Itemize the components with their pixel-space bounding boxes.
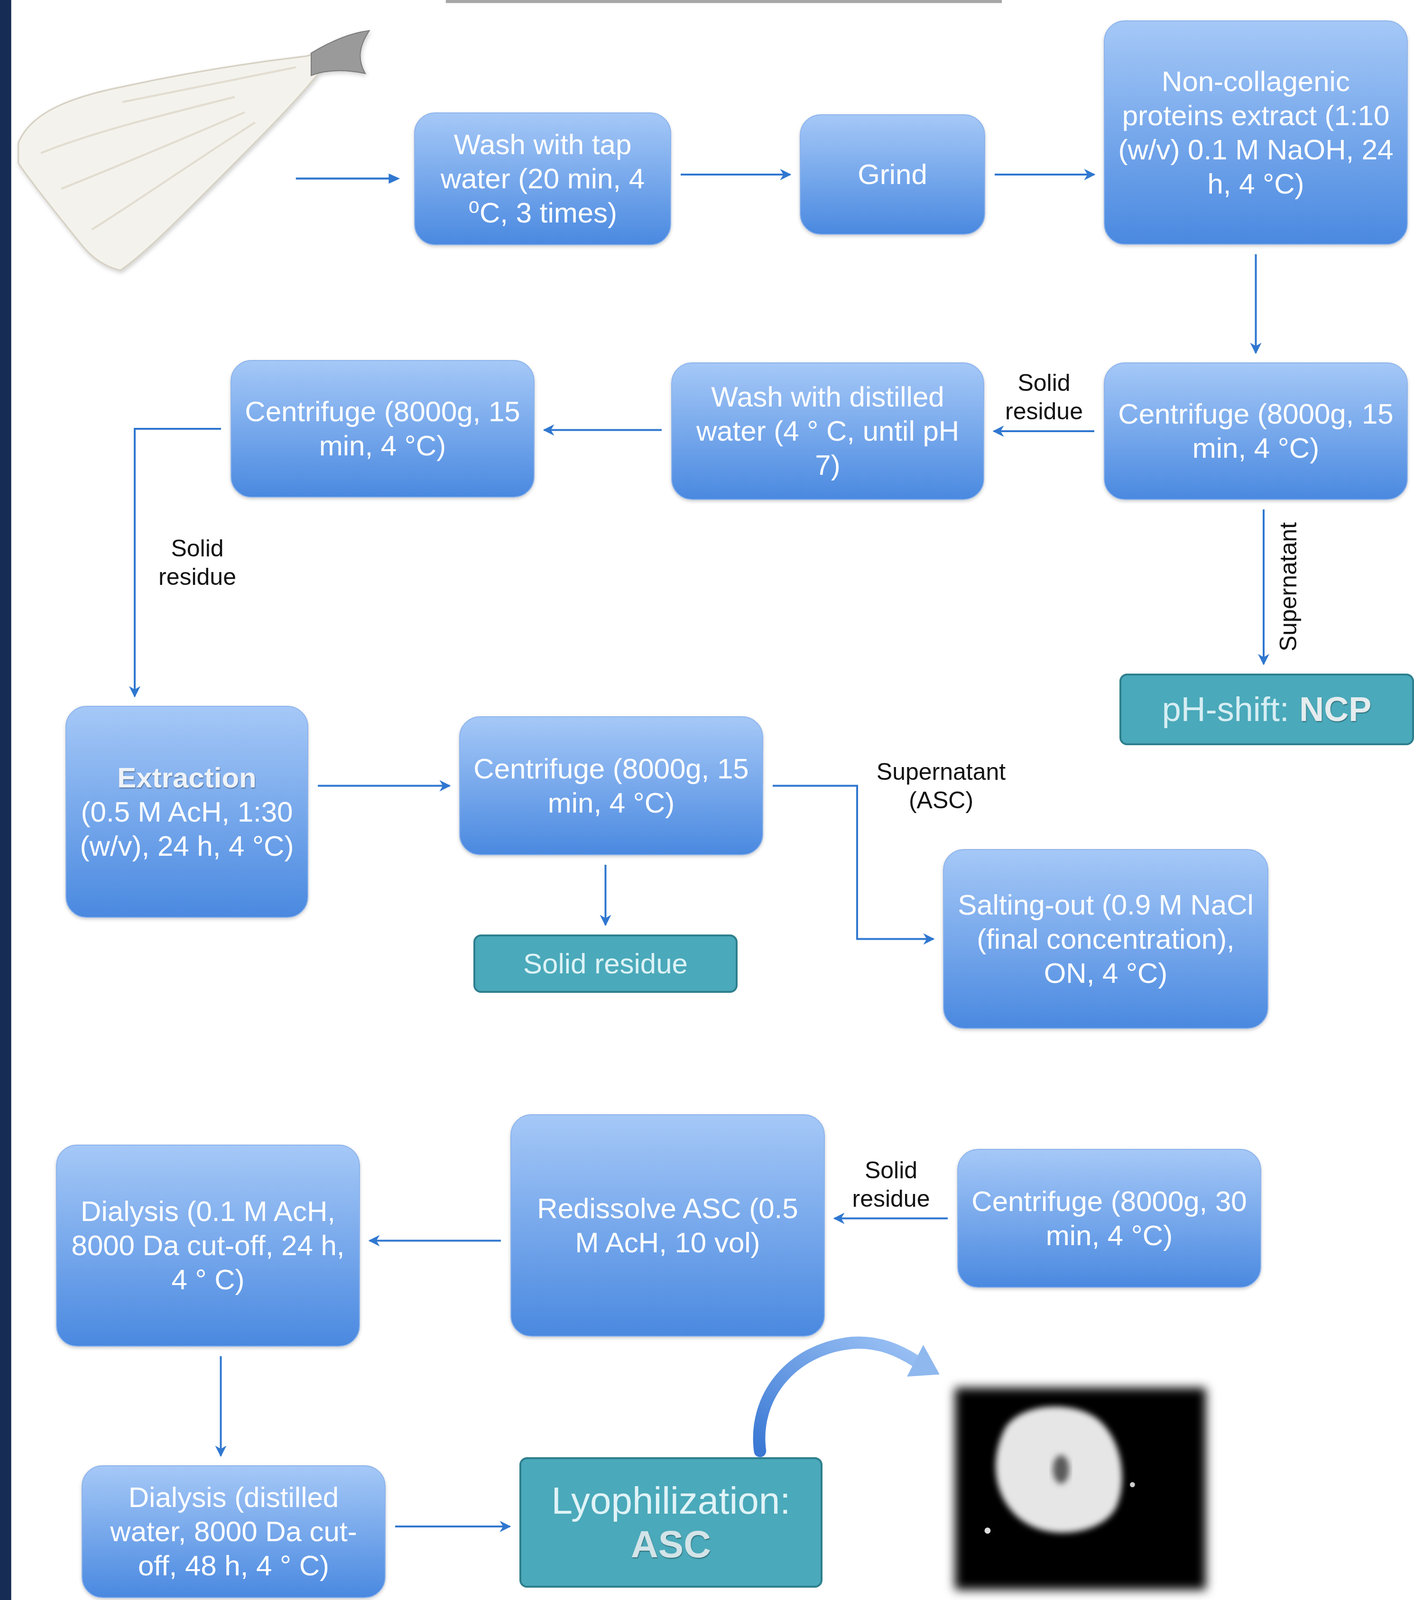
- photo-ground: [954, 1387, 1206, 1590]
- process-box: Dialysis (distilled water, 8000 Da cut-o…: [81, 1465, 386, 1599]
- box-text: Salting-out (0.9 M NaCl (final concentra…: [954, 887, 1257, 991]
- curved-arrowhead: [906, 1344, 940, 1377]
- flow-arrow: [604, 864, 607, 925]
- process-box: Wash with distilled water (4 ° C, until …: [671, 362, 985, 500]
- edge-label: Supernatant: [1274, 522, 1303, 652]
- process-box: Dialysis (0.1 M AcH, 8000 Da cut-off, 24…: [55, 1144, 361, 1347]
- box-text: NCP: [1299, 689, 1372, 730]
- process-box: Redissolve ASC (0.5 M AcH, 10 vol): [510, 1114, 825, 1337]
- box-text: Centrifuge (8000g, 15 min, 4 °C): [241, 394, 524, 463]
- input-arrowhead: [388, 173, 400, 185]
- flow-arrow: [1262, 509, 1265, 665]
- edge-label: Solid residue: [145, 534, 250, 592]
- process-box: Salting-out (0.9 M NaCl (final concentra…: [942, 849, 1269, 1029]
- process-box: Non-collagenic proteins extract (1:10 (w…: [1103, 20, 1408, 245]
- edge-label: Solid residue: [987, 368, 1101, 426]
- result-box: Solid residue: [473, 934, 738, 993]
- box-text: pH-shift:: [1162, 689, 1290, 730]
- sponge-shadow: [1053, 1455, 1070, 1484]
- process-box: Centrifuge (8000g, 15 min, 4 °C): [459, 716, 764, 856]
- box-text: Redissolve ASC (0.5 M AcH, 10 vol): [521, 1191, 814, 1260]
- process-box: Extraction(0.5 M AcH, 1:30 (w/v), 24 h, …: [65, 705, 309, 918]
- result-box: pH-shift:NCP: [1119, 673, 1414, 746]
- box-text: Wash with tap water (20 min, 4 ⁰C, 3 tim…: [425, 127, 660, 231]
- box-text: Dialysis (0.1 M AcH, 8000 Da cut-off, 24…: [67, 1194, 349, 1297]
- asc-photo: [954, 1387, 1206, 1590]
- curved-arrow: [759, 1342, 917, 1451]
- flow-arrow: [317, 785, 450, 787]
- box-text: Non-collagenic proteins extract (1:10 (w…: [1115, 64, 1397, 202]
- process-box: Centrifuge (8000g, 15 min, 4 °C): [1103, 362, 1408, 500]
- salted-cod-illustration: [18, 30, 370, 271]
- flow-arrow: [220, 1356, 222, 1456]
- edge-label: Supernatant (ASC): [867, 757, 1015, 815]
- process-box: Grind: [799, 114, 986, 235]
- flow-arrow: [994, 173, 1095, 176]
- fish-texture: [40, 67, 296, 230]
- input-arrow: [295, 177, 391, 180]
- collagen-sponge: [995, 1406, 1123, 1533]
- box-text: Centrifuge (8000g, 15 min, 4 °C): [1115, 397, 1397, 466]
- box-text: Centrifuge (8000g, 15 min, 4 °C): [470, 751, 752, 821]
- box-text: Dialysis (distilled water, 8000 Da cut-o…: [92, 1480, 375, 1583]
- sponge-speck: [984, 1527, 991, 1534]
- fish-body: [18, 53, 319, 271]
- box-text: Grind: [857, 157, 928, 192]
- fish-tail: [311, 30, 370, 76]
- edge-label: Solid residue: [829, 1155, 953, 1213]
- box-heading: Extraction: [117, 760, 257, 795]
- flow-arrow: [1255, 254, 1257, 353]
- result-box: Lyophilization:ASC: [519, 1457, 823, 1588]
- flow-arrow: [834, 1217, 948, 1220]
- box-text: ASC: [630, 1522, 712, 1567]
- process-box: Centrifuge (8000g, 15 min, 4 °C): [230, 360, 535, 498]
- box-text: Wash with distilled water (4 ° C, until …: [682, 379, 973, 483]
- flow-arrow: [369, 1239, 501, 1242]
- box-text: Solid residue: [523, 947, 688, 980]
- title-frame-edge: [445, 0, 1002, 3]
- sponge-speck: [1129, 1482, 1136, 1488]
- flow-arrow: [993, 430, 1095, 433]
- side-strip: [0, 0, 12, 1600]
- box-text: Centrifuge (8000g, 30 min, 4 °C): [968, 1184, 1250, 1253]
- box-text: Lyophilization:: [551, 1478, 791, 1523]
- flow-arrow: [680, 173, 791, 176]
- flow-arrow: [544, 429, 662, 432]
- flow-arrow: [395, 1525, 510, 1528]
- process-box: Wash with tap water (20 min, 4 ⁰C, 3 tim…: [414, 112, 672, 246]
- process-box: Centrifuge (8000g, 30 min, 4 °C): [957, 1148, 1262, 1288]
- box-text: (0.5 M AcH, 1:30 (w/v), 24 h, 4 °C): [76, 794, 297, 864]
